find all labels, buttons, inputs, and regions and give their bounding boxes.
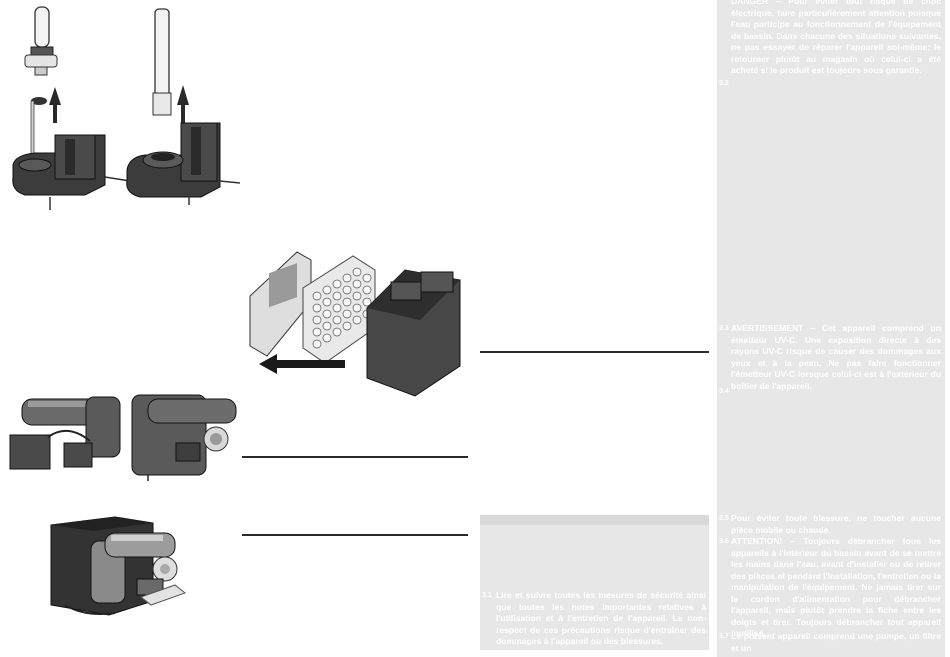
section-number: 3.7 <box>719 633 729 640</box>
safety-paragraph-3-1: Lire et suivre toutes les mesures de séc… <box>496 590 706 646</box>
separator-rule <box>242 534 468 536</box>
safety-paragraph-danger: DANGER – Pour éviter tout risque de choc… <box>731 0 941 75</box>
uv-bulb-removal-right <box>126 8 240 205</box>
safety-panel-left <box>480 515 709 650</box>
section-number: 3.6 <box>719 538 729 545</box>
section-number: 3.2 <box>719 80 729 87</box>
filter-removal-illustration <box>249 251 461 397</box>
safety-paragraph-3-5: Pour éviter toute blessure, ne toucher a… <box>731 513 941 535</box>
safety-paragraph-3-3: AVERTISSEMENT – Cet appareil comprend un… <box>731 323 941 391</box>
safety-panel-left-header <box>480 515 709 525</box>
safety-paragraph-3-7: Le présent appareil comprend une pompe, … <box>731 631 941 653</box>
safety-paragraph-3-6: ATTENTION! – Toujours débrancher tous le… <box>731 536 941 638</box>
section-number: 3.1 <box>482 592 492 599</box>
pump-housing-illustration <box>50 516 187 616</box>
section-number: 3.4 <box>719 388 729 395</box>
separator-rule <box>242 456 468 458</box>
separator-rule <box>480 351 709 353</box>
section-number: 3.5 <box>719 515 729 522</box>
section-number: 3.3 <box>719 325 729 332</box>
uv-bulb-removal-illustration <box>12 6 240 210</box>
uv-bulb-removal-left <box>12 6 131 210</box>
safety-panel-right <box>717 0 945 657</box>
pump-assembly-illustration <box>9 394 237 481</box>
